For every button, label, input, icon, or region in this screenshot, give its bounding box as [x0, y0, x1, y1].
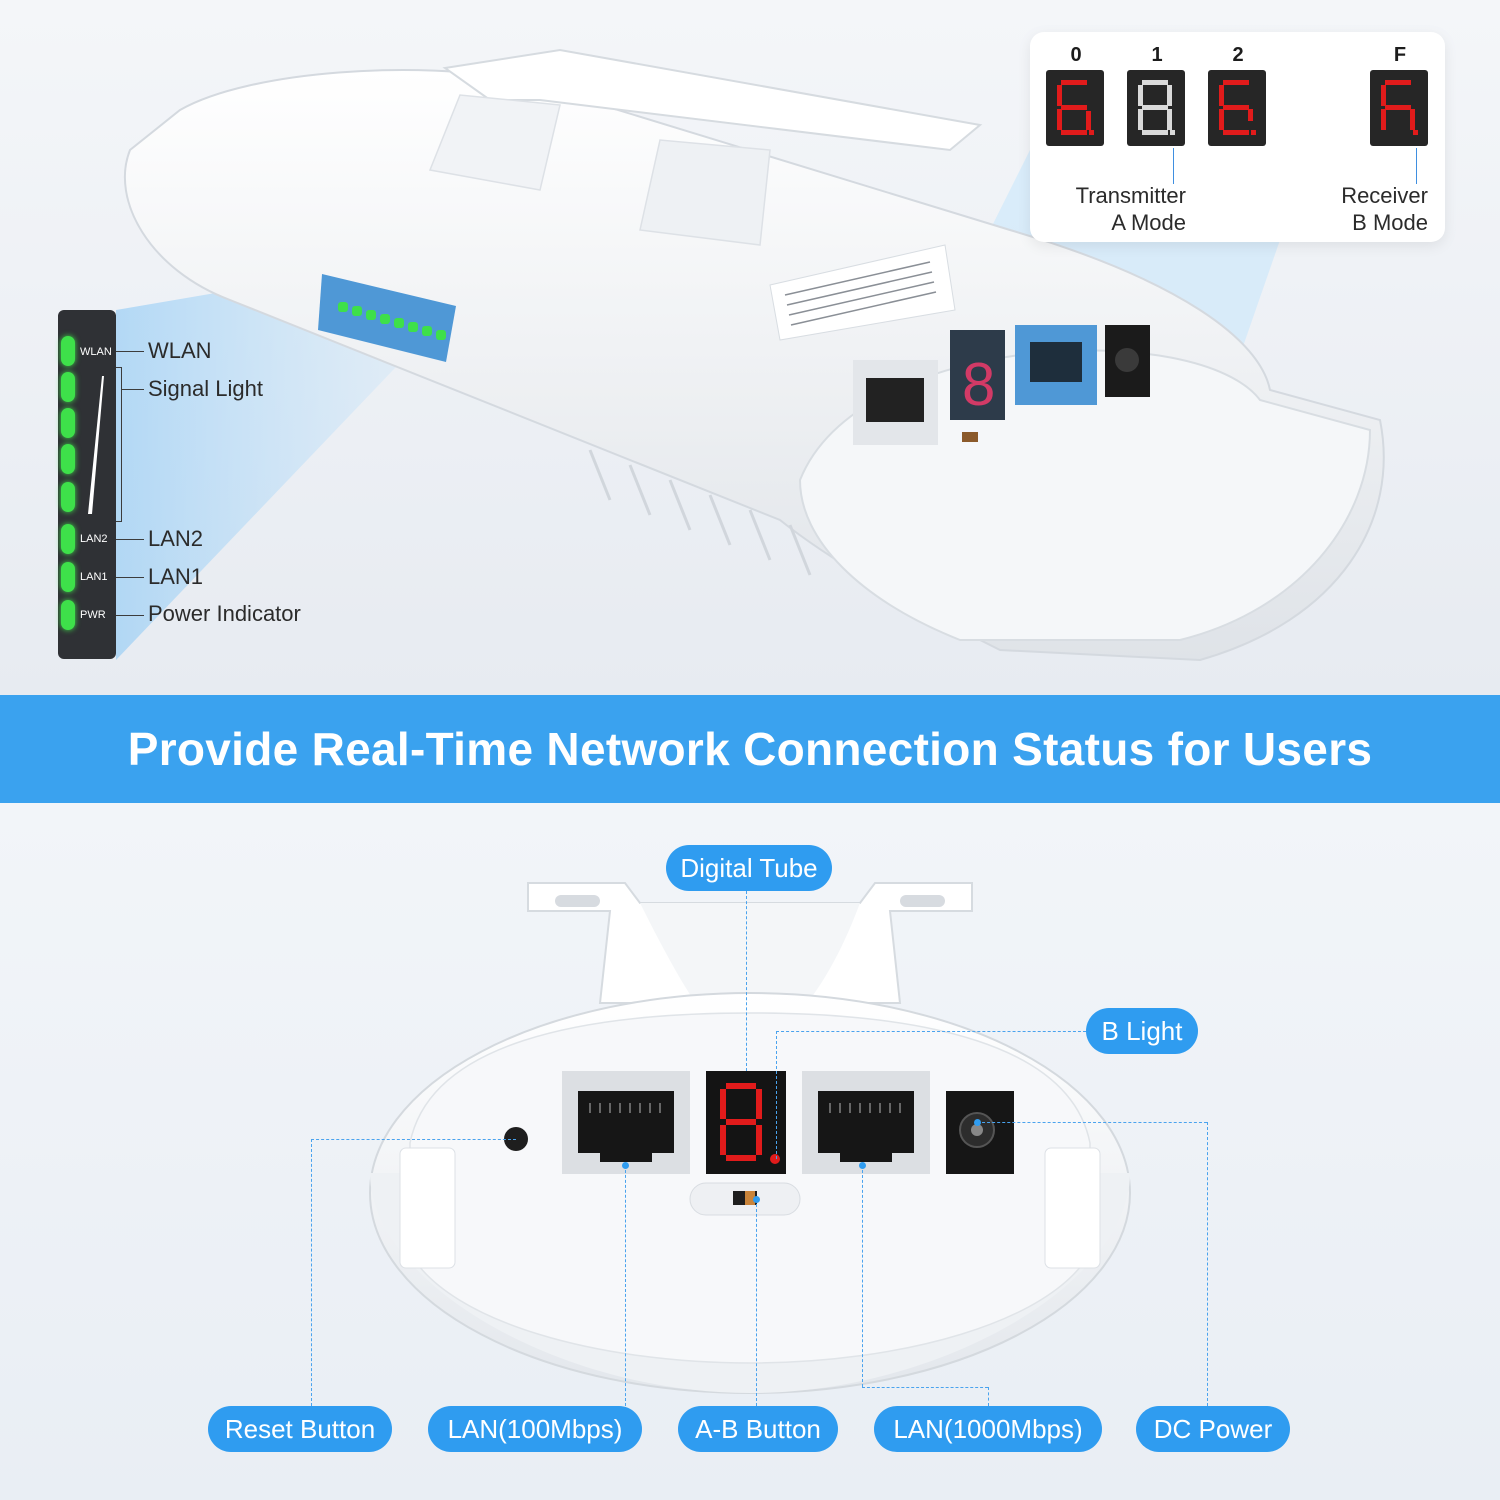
- lan-100-dot: [622, 1162, 629, 1169]
- transmitter-line2: A Mode: [1111, 210, 1186, 235]
- lan2-led-tag: LAN2: [80, 533, 108, 545]
- seven-segment-icon: [1208, 70, 1266, 146]
- lan-1000-leader-v1: [862, 1165, 863, 1387]
- digital-tube-leader: [746, 891, 747, 1071]
- power-indicator-label: Power Indicator: [148, 601, 301, 626]
- lan-1000-leader-h: [862, 1387, 988, 1388]
- reset-leader-h: [311, 1139, 516, 1140]
- wlan-connector: [116, 351, 144, 352]
- transmitter-mode-label: Transmitter A Mode: [1040, 182, 1186, 236]
- signal-bracket: [121, 367, 122, 522]
- lan-1000-dot: [859, 1162, 866, 1169]
- seven-segment-icon: [1370, 70, 1428, 146]
- pwr-connector: [116, 615, 144, 616]
- ab-button-leader: [756, 1199, 757, 1406]
- mode-digit-2: 2: [1208, 44, 1268, 146]
- signal-led-1: [61, 372, 75, 402]
- dc-power-leader-v: [1207, 1122, 1208, 1406]
- ab-button-callout: A-B Button: [678, 1406, 838, 1452]
- svg-text:8: 8: [962, 351, 995, 418]
- receiver-line2: B Mode: [1352, 210, 1428, 235]
- wlan-led: [61, 336, 75, 366]
- signal-connector: [122, 389, 144, 390]
- banner: Provide Real-Time Network Connection Sta…: [0, 695, 1500, 803]
- b-light-callout: B Light: [1086, 1008, 1198, 1054]
- device-front-illustration: [369, 882, 1131, 1394]
- mode-char-f: F: [1393, 44, 1407, 66]
- transmitter-line1: Transmitter: [1075, 183, 1186, 208]
- lan2-label: LAN2: [148, 526, 204, 551]
- wlan-led-tag: WLAN: [80, 346, 112, 358]
- signal-led-4: [61, 482, 75, 512]
- dc-power-dot: [974, 1119, 981, 1126]
- b-light-leader-v: [776, 1031, 777, 1159]
- led-panel: WLAN LAN2 LAN1 PWR: [58, 310, 116, 659]
- transmitter-tick: [1173, 148, 1174, 184]
- lan-100-callout: LAN(100Mbps): [428, 1406, 642, 1452]
- lan2-connector: [116, 539, 144, 540]
- top-section: 8 WLAN LAN2 LAN1 PWR WLA: [0, 0, 1500, 695]
- reset-button-callout: Reset Button: [208, 1406, 392, 1452]
- banner-title: Provide Real-Time Network Connection Sta…: [127, 723, 1373, 775]
- signal-bracket-top: [116, 367, 122, 368]
- mode-digit-0: 0: [1046, 44, 1106, 146]
- signal-led-2: [61, 408, 75, 438]
- lan1-label: LAN1: [148, 564, 204, 589]
- dc-power-callout: DC Power: [1136, 1406, 1290, 1452]
- mode-char-2: 2: [1232, 44, 1244, 66]
- seven-segment-icon: [1046, 70, 1104, 146]
- lan-1000-leader-v2: [988, 1387, 989, 1406]
- wlan-label: WLAN: [148, 338, 212, 363]
- lan-100-leader: [625, 1165, 626, 1406]
- mode-card: 0 1: [1030, 32, 1445, 242]
- receiver-tick: [1416, 148, 1417, 184]
- lan-1000-callout: LAN(1000Mbps): [874, 1406, 1102, 1452]
- mode-digit-f: F: [1370, 44, 1430, 146]
- lan1-connector: [116, 577, 144, 578]
- signal-led-3: [61, 444, 75, 474]
- signal-strength-icon: [88, 376, 104, 514]
- signal-light-label: Signal Light: [148, 376, 263, 401]
- receiver-line1: Receiver: [1341, 183, 1428, 208]
- receiver-mode-label: Receiver B Mode: [1300, 182, 1428, 236]
- b-light-leader-h: [776, 1031, 1086, 1032]
- pwr-led: [61, 600, 75, 630]
- lan1-led-tag: LAN1: [80, 571, 108, 583]
- dc-power-leader-h: [977, 1122, 1207, 1123]
- mode-digit-1: 1: [1127, 44, 1187, 146]
- mode-char-0: 0: [1070, 44, 1082, 66]
- pwr-led-tag: PWR: [80, 609, 106, 621]
- lan2-led: [61, 524, 75, 554]
- ab-button-dot: [753, 1196, 760, 1203]
- mode-char-1: 1: [1151, 44, 1163, 66]
- lan1-led: [61, 562, 75, 592]
- bottom-section: Digital Tube B Light Reset Button LAN(10…: [0, 803, 1500, 1500]
- signal-bracket-bottom: [116, 521, 122, 522]
- digital-tube-callout: Digital Tube: [666, 845, 832, 891]
- seven-segment-icon: [1127, 70, 1185, 146]
- reset-leader-v: [311, 1139, 312, 1406]
